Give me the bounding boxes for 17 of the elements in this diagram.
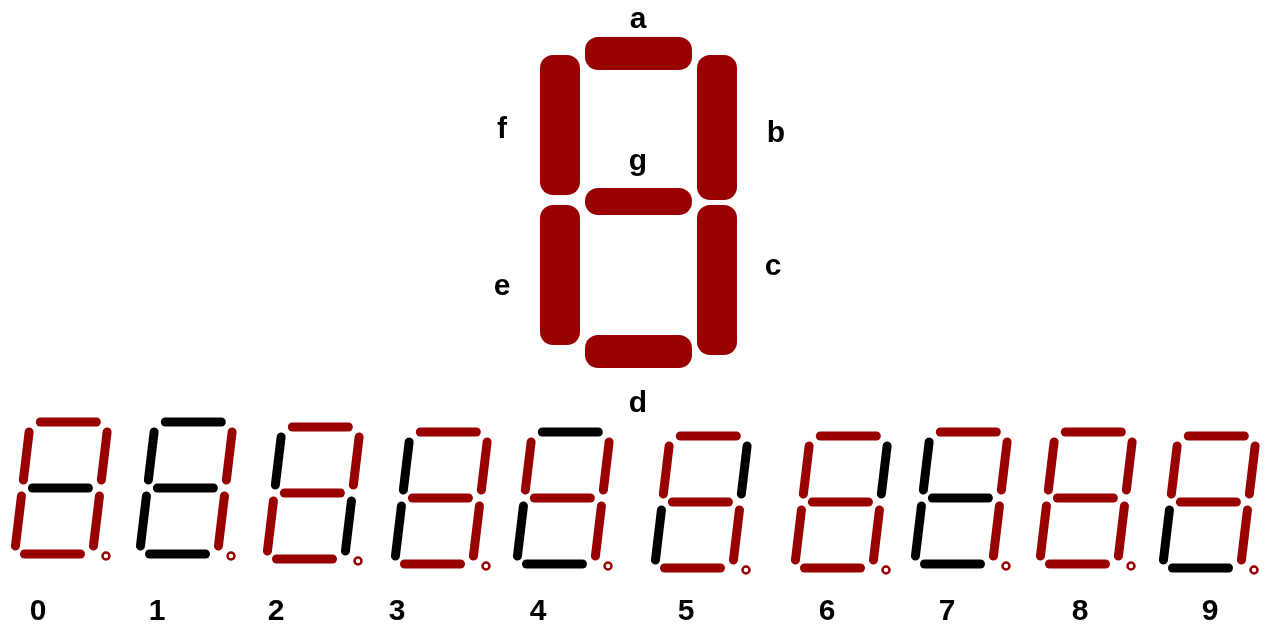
digit-label: 4: [529, 595, 547, 625]
segment-label: c: [764, 250, 782, 280]
segment-label: a: [629, 3, 647, 33]
segment-label: g: [628, 145, 648, 175]
digit-label: 3: [388, 595, 406, 625]
segment-label: d: [628, 387, 648, 417]
digit-label: 6: [818, 595, 836, 625]
segment-label: f: [497, 113, 507, 143]
digit-label: 5: [677, 595, 695, 625]
digit-label: 9: [1201, 595, 1219, 625]
segment-label: e: [493, 270, 511, 300]
digit-label: 2: [267, 595, 285, 625]
digit-label: 8: [1071, 595, 1089, 625]
digit-label: 7: [938, 595, 956, 625]
segment-label: b: [766, 117, 786, 147]
digit-label: 0: [29, 595, 47, 625]
digit-label: 1: [148, 595, 166, 625]
